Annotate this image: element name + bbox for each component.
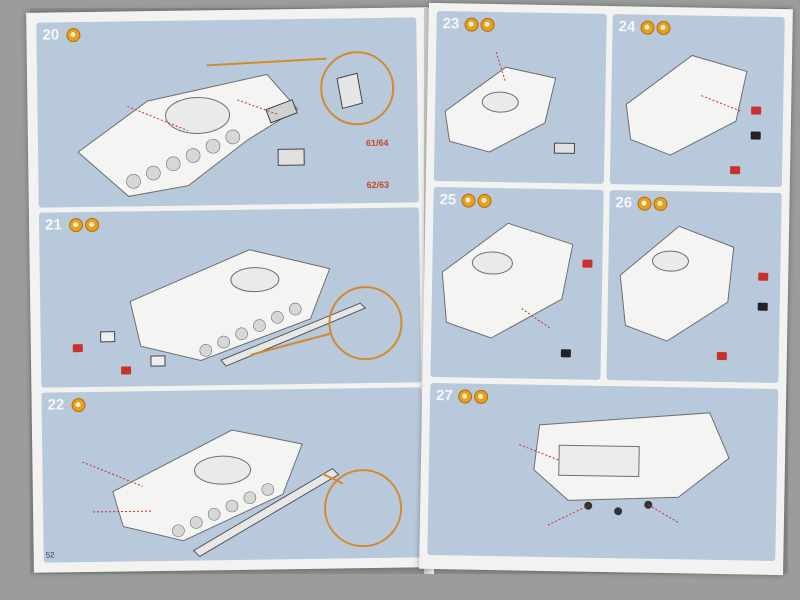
- step-26-panel: 26: [606, 190, 782, 384]
- tank-hull-drawing: [441, 222, 574, 339]
- step-27-panel: 27: [427, 382, 779, 561]
- tank-hull-drawing: [77, 51, 395, 197]
- left-instruction-page: 20 61/64 62/63 21: [26, 7, 436, 573]
- callout-reference: 62/63: [366, 179, 390, 191]
- step-22-panel: 22 52: [41, 387, 424, 563]
- step-25-panel: 25: [430, 186, 604, 380]
- part-marker: [758, 272, 769, 281]
- part-marker: [750, 131, 761, 140]
- tank-hull-drawing: [444, 51, 576, 154]
- part-marker: [72, 344, 83, 353]
- sprue-bar-bottom: [0, 574, 800, 600]
- part-marker: [560, 349, 571, 358]
- part-marker: [730, 166, 741, 175]
- tank-rear-drawing: [519, 412, 730, 526]
- part-marker: [582, 259, 593, 268]
- callout-reference: 61/64: [365, 137, 389, 149]
- part-marker: [751, 106, 762, 115]
- sprue-bar-left: [0, 0, 30, 600]
- step-23-panel: 23: [433, 11, 607, 184]
- tank-hull-drawing: [100, 249, 403, 367]
- part-marker: [757, 302, 768, 311]
- part-marker: [716, 351, 727, 361]
- part-marker: [121, 366, 132, 375]
- step-21-panel: 21: [38, 207, 422, 388]
- tank-hull-drawing: [82, 429, 403, 558]
- step-20-panel: 20 61/64 62/63: [36, 17, 419, 208]
- right-instruction-page: 23 24 25 2: [419, 2, 793, 576]
- sprue-bar-top: [0, 0, 800, 8]
- sprue-bar-right: [788, 0, 800, 600]
- tank-rear-drawing: [625, 54, 748, 156]
- tank-hull-drawing: [619, 225, 735, 342]
- page-number: 52: [45, 550, 55, 560]
- step-24-panel: 24: [609, 14, 785, 188]
